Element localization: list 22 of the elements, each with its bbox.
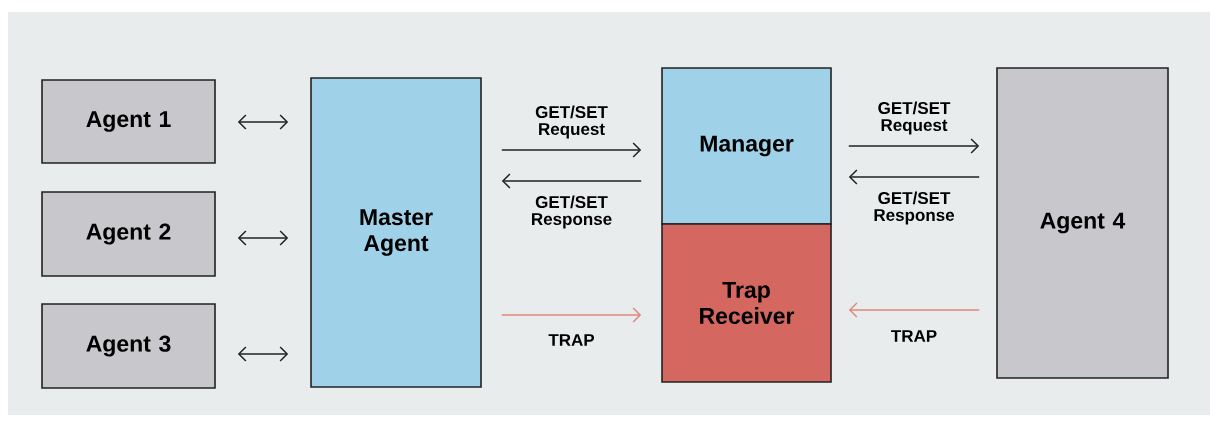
master-agent-box: Master Agent <box>310 77 482 388</box>
arrow <box>237 346 289 362</box>
agent-box: Agent 2 <box>41 191 216 277</box>
edge-label: GET/SET Request <box>878 101 951 135</box>
arrow <box>848 169 980 185</box>
edge-label: GET/SET Response <box>874 191 955 225</box>
trap-receiver-box: Trap Receiver <box>661 223 832 383</box>
edge-label: TRAP <box>548 334 595 346</box>
arrow <box>848 138 980 154</box>
arrow <box>237 230 289 246</box>
agent-box: Agent 4 <box>996 67 1169 379</box>
arrow <box>237 114 289 130</box>
agent-box: Agent 3 <box>41 303 216 389</box>
agent-box: Agent 1 <box>41 79 216 164</box>
arrow <box>501 307 642 323</box>
edge-label: GET/SET Response <box>532 195 612 229</box>
edge-label: GET/SET Request <box>535 105 608 139</box>
arrow <box>501 142 642 158</box>
manager-box: Manager <box>661 67 832 225</box>
arrow <box>848 302 980 318</box>
edge-label: TRAP <box>891 330 937 342</box>
arrow <box>501 173 642 189</box>
